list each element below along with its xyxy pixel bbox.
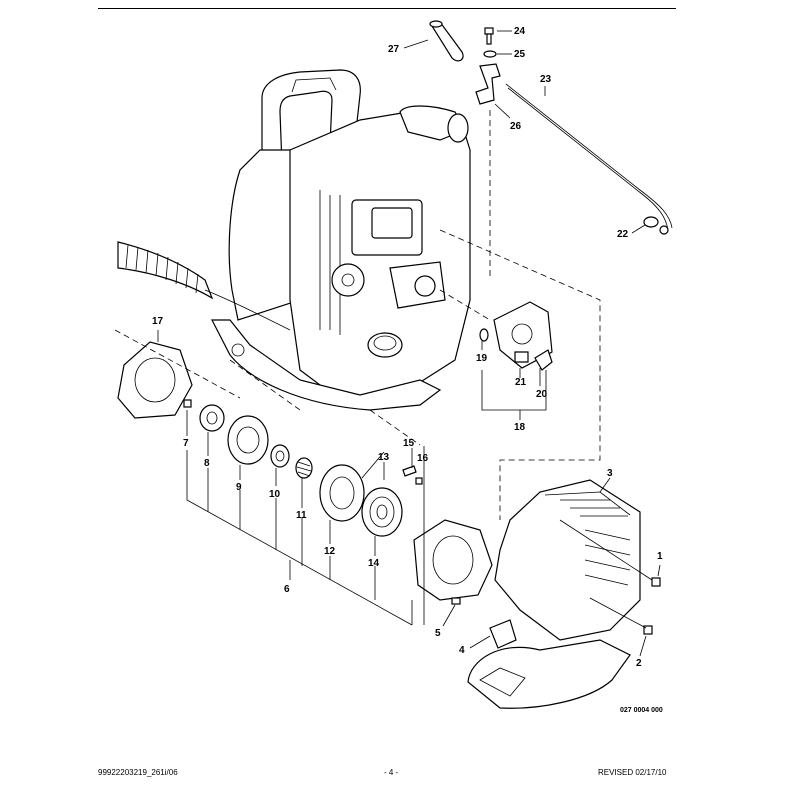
callout-labels: 27 24 25 23 26 22 17 19 21 20 18 7 8 13 … <box>152 26 663 669</box>
callout-6: 6 <box>284 584 290 595</box>
callout-5: 5 <box>435 628 441 639</box>
callout-21: 21 <box>515 377 527 388</box>
throttle-parts-illustration <box>429 20 673 235</box>
callout-7: 7 <box>183 438 189 449</box>
callout-10: 10 <box>269 489 281 500</box>
callout-8: 8 <box>204 458 210 469</box>
callout-19: 19 <box>476 353 488 364</box>
callout-24: 24 <box>514 26 526 37</box>
callout-15: 15 <box>403 438 415 449</box>
top-rule <box>98 8 676 9</box>
callout-25: 25 <box>514 49 526 60</box>
callout-27: 27 <box>388 44 400 55</box>
callout-22: 22 <box>617 229 629 240</box>
callout-23: 23 <box>540 74 552 85</box>
callout-1: 1 <box>657 551 663 562</box>
callout-2: 2 <box>636 658 642 669</box>
callout-11: 11 <box>296 510 307 521</box>
callout-12: 12 <box>324 546 336 557</box>
footer-doc-id: 99922203219_261i/06 <box>98 768 178 777</box>
callout-26: 26 <box>510 121 522 132</box>
callout-16: 16 <box>417 453 429 464</box>
callout-18: 18 <box>514 422 526 433</box>
blower-housing-illustration <box>211 69 471 411</box>
callout-14: 14 <box>368 558 380 569</box>
leader-lines <box>157 30 661 657</box>
rewind-starter-illustration <box>117 341 493 605</box>
starter-pulley-illustration <box>479 301 553 371</box>
engine-cover-illustration <box>467 479 661 709</box>
callout-4: 4 <box>459 645 465 656</box>
callout-9: 9 <box>236 482 242 493</box>
footer-page-number: - 4 - <box>384 768 399 777</box>
drawing-code: 027 0004 000 <box>620 707 663 714</box>
callout-3: 3 <box>607 468 613 479</box>
callout-20: 20 <box>536 389 548 400</box>
flex-hose-illustration <box>117 241 291 331</box>
callout-17: 17 <box>152 316 164 327</box>
callout-13: 13 <box>378 452 390 463</box>
footer-revised: REVISED 02/17/10 <box>598 768 667 777</box>
reference-lines <box>114 110 601 520</box>
